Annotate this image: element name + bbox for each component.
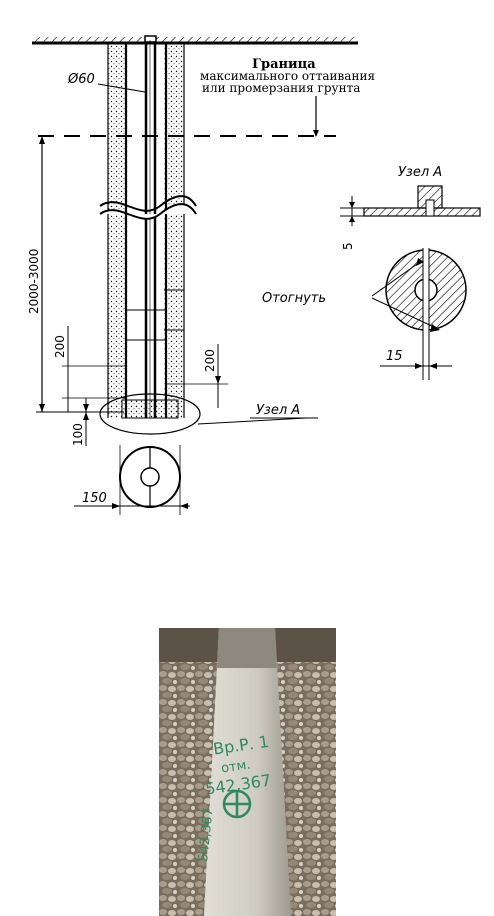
svg-text:15: 15	[386, 349, 403, 364]
dim-200-right: 200	[166, 344, 228, 408]
svg-text:2000-3000: 2000-3000	[27, 249, 41, 314]
benchmark-photo: Вр.Р. 1 отм. 542,367 542,367	[159, 628, 336, 916]
benchmark-pipe	[144, 35, 157, 418]
node-a-label: Узел А	[256, 403, 300, 418]
node-a-plan	[371, 248, 467, 380]
break-line	[99, 195, 197, 212]
dim-200-left: 200	[53, 326, 126, 412]
boundary-note-line1: Граница	[252, 57, 316, 72]
base-plan-view	[119, 445, 181, 515]
concrete-post	[204, 628, 291, 916]
depth-dimension: 2000-3000	[27, 136, 124, 413]
benchmark-symbol	[222, 789, 252, 819]
marking-line2: отм.	[220, 757, 251, 776]
svg-text:150: 150	[82, 491, 107, 506]
benchmark-drawing: Граница максимального оттаивания или про…	[27, 35, 481, 515]
node-a-ellipse	[99, 393, 201, 435]
svg-text:200: 200	[203, 349, 217, 372]
boundary-note-line3: или промерзания грунта	[202, 81, 360, 95]
concrete-base	[99, 393, 201, 435]
node-a-detail-title: Узел А	[398, 165, 442, 180]
side-marking: 542,367	[196, 807, 217, 862]
pipe-diameter-label: Ø60	[67, 72, 95, 87]
dim-15: 15	[380, 349, 452, 369]
bend-label: Отогнуть	[262, 291, 326, 306]
node-a-section: 5	[340, 185, 481, 250]
svg-text:100: 100	[71, 423, 85, 446]
svg-text:5: 5	[341, 242, 355, 250]
dim-100: 100	[71, 398, 92, 446]
boundary-note-line2: максимального оттаивания	[200, 69, 375, 83]
dim-150: 150	[74, 491, 190, 509]
svg-text:200: 200	[53, 335, 67, 358]
ground-surface	[32, 37, 358, 45]
